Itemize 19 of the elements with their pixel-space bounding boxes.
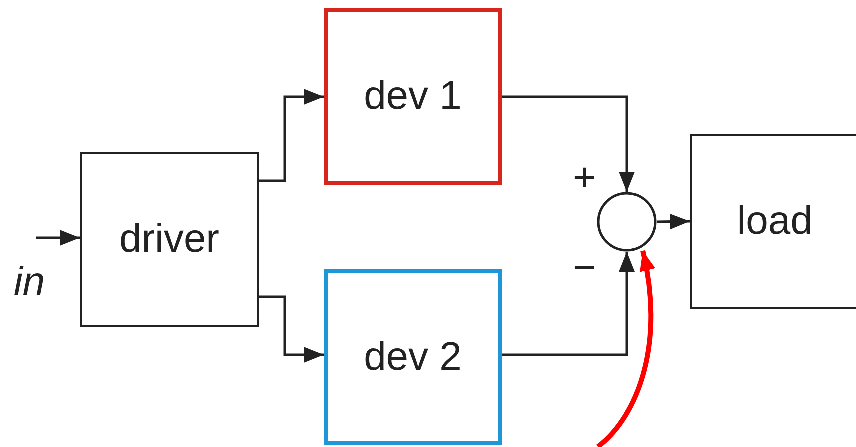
block-label: dev 1 bbox=[364, 74, 462, 119]
plus-sign: + bbox=[573, 158, 596, 198]
signal-arrow bbox=[259, 89, 324, 182]
block-label: load bbox=[737, 199, 813, 244]
minus-sign: − bbox=[573, 248, 596, 288]
block-box bbox=[690, 134, 856, 309]
signal-arrow bbox=[502, 96, 635, 192]
signal-arrow bbox=[502, 252, 635, 356]
block-box bbox=[80, 152, 259, 327]
input-label: in bbox=[14, 262, 46, 302]
block-label: driver bbox=[119, 217, 220, 262]
summing-junction bbox=[597, 192, 657, 252]
block-box bbox=[324, 269, 502, 445]
pointer-arrow bbox=[596, 250, 655, 447]
signal-arrow bbox=[259, 296, 324, 363]
signal-arrow bbox=[656, 214, 690, 230]
block-box bbox=[324, 8, 502, 185]
input-arrow bbox=[36, 230, 80, 246]
block-label: dev 2 bbox=[364, 334, 462, 380]
